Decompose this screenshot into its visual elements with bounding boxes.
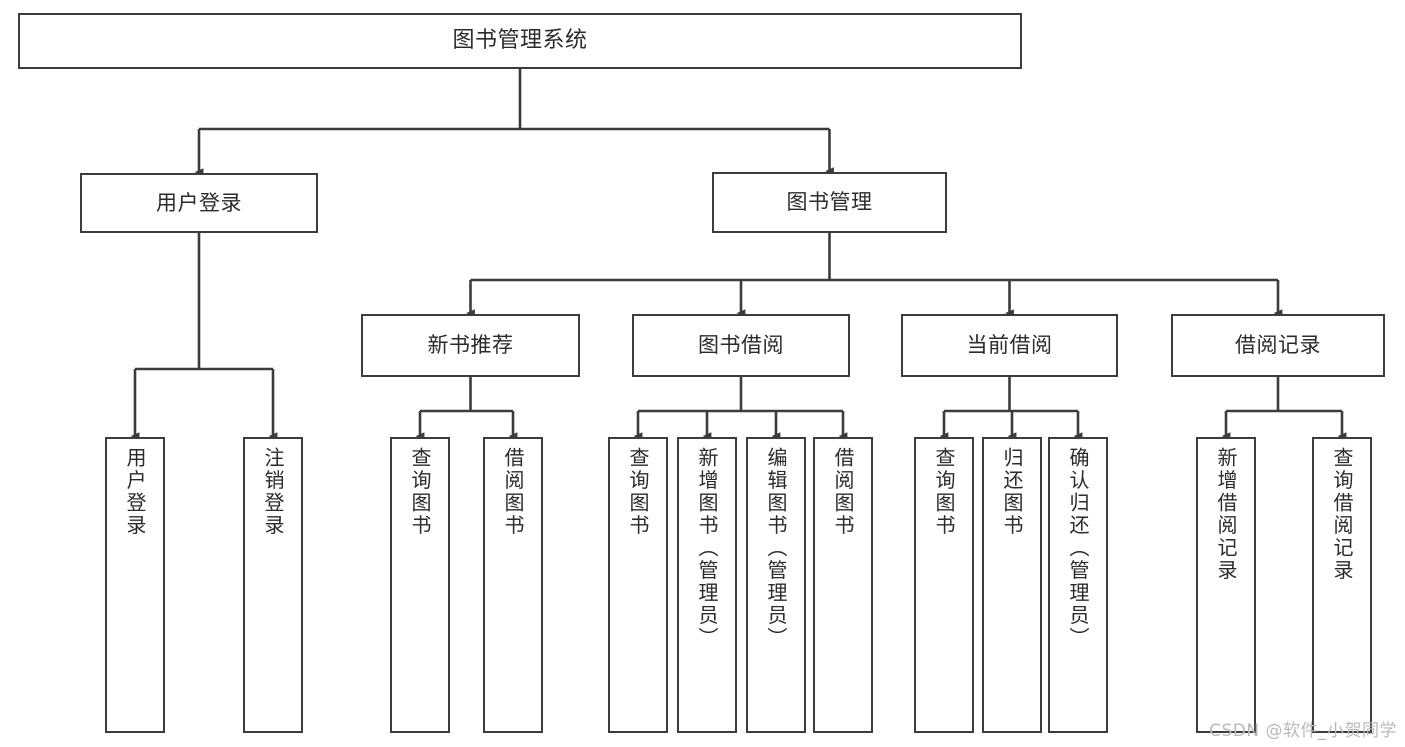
- node-book_borrow[interactable]: 图书借阅: [632, 314, 850, 377]
- node-leaf_logout-label: 注销登录: [261, 447, 285, 537]
- node-leaf_query_record-label: 查询借阅记录: [1330, 447, 1354, 582]
- node-book_borrow-label: 图书借阅: [698, 333, 784, 358]
- node-leaf_query_record[interactable]: 查询借阅记录: [1312, 437, 1372, 733]
- node-leaf_confirm_return[interactable]: 确认归还（管理员）: [1048, 437, 1108, 733]
- node-root-system[interactable]: 图书管理系统: [18, 13, 1022, 69]
- node-leaf_edit_book-label: 编辑图书（管理员）: [764, 447, 788, 650]
- node-current_borrow-label: 当前借阅: [966, 333, 1053, 358]
- node-book_manage-label: 图书管理: [786, 190, 873, 215]
- node-root-system-label: 图书管理系统: [452, 28, 588, 54]
- node-leaf_add_record-label: 新增借阅记录: [1214, 447, 1238, 582]
- node-borrow_record-label: 借阅记录: [1235, 333, 1321, 358]
- node-leaf_borrow_book_2-label: 借阅图书: [831, 447, 855, 537]
- node-leaf_query_book_3-label: 查询图书: [932, 447, 956, 537]
- node-user_login[interactable]: 用户登录: [80, 173, 318, 233]
- node-leaf_add_record[interactable]: 新增借阅记录: [1196, 437, 1256, 733]
- node-leaf_query_book_2[interactable]: 查询图书: [608, 437, 668, 733]
- node-user_login-label: 用户登录: [156, 190, 242, 215]
- node-leaf_query_book_3[interactable]: 查询图书: [914, 437, 974, 733]
- node-new_book_rec[interactable]: 新书推荐: [361, 314, 580, 377]
- node-new_book_rec-label: 新书推荐: [427, 333, 514, 358]
- node-leaf_return_book[interactable]: 归还图书: [982, 437, 1042, 733]
- node-leaf_query_book_1[interactable]: 查询图书: [390, 437, 450, 733]
- node-leaf_add_book[interactable]: 新增图书（管理员）: [677, 437, 737, 733]
- node-leaf_user_login[interactable]: 用户登录: [105, 437, 165, 733]
- node-leaf_borrow_book_2[interactable]: 借阅图书: [813, 437, 873, 733]
- node-borrow_record[interactable]: 借阅记录: [1171, 314, 1385, 377]
- node-leaf_logout[interactable]: 注销登录: [243, 437, 303, 733]
- node-leaf_borrow_book_1[interactable]: 借阅图书: [483, 437, 543, 733]
- node-leaf_query_book_1-label: 查询图书: [408, 447, 432, 537]
- node-leaf_query_book_2-label: 查询图书: [626, 447, 650, 537]
- node-book_manage[interactable]: 图书管理: [712, 172, 947, 233]
- node-leaf_add_book-label: 新增图书（管理员）: [695, 447, 719, 650]
- node-current_borrow[interactable]: 当前借阅: [901, 314, 1118, 377]
- node-leaf_edit_book[interactable]: 编辑图书（管理员）: [746, 437, 806, 733]
- node-leaf_return_book-label: 归还图书: [1000, 447, 1024, 537]
- node-leaf_user_login-label: 用户登录: [123, 447, 147, 537]
- node-leaf_borrow_book_1-label: 借阅图书: [501, 447, 525, 537]
- node-leaf_confirm_return-label: 确认归还（管理员）: [1066, 447, 1090, 650]
- edges: [130, 69, 1347, 440]
